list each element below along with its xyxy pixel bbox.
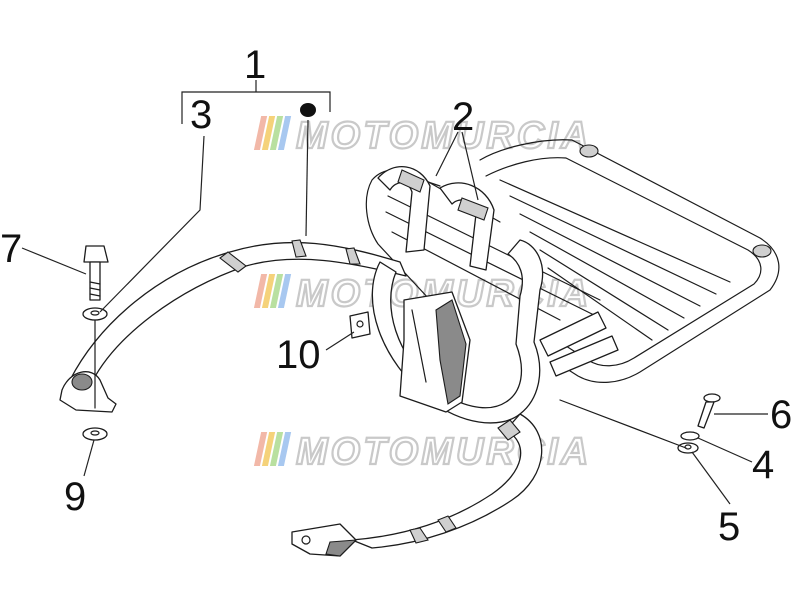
callout-6: 6 <box>770 393 792 437</box>
watermark-stripe <box>253 116 268 150</box>
screw-part-6 <box>697 393 721 429</box>
watermark-stripe <box>269 432 284 466</box>
rack-slat <box>547 267 653 341</box>
clip-part-10 <box>349 311 371 339</box>
bolt-thread <box>89 281 101 297</box>
rack-frame-outline <box>479 139 780 383</box>
callout-5: 5 <box>718 505 740 549</box>
watermark-stripe <box>269 116 284 150</box>
bolt-shank <box>89 261 101 301</box>
watermark-stripe <box>261 432 276 466</box>
bolt-head <box>83 245 109 263</box>
tube-collar <box>457 197 489 221</box>
left-foot-tube-end <box>71 373 93 391</box>
rack-end-cap <box>579 144 599 158</box>
washer <box>680 431 700 441</box>
foot-plate-hole <box>301 535 311 545</box>
watermark-text: MOTOMURCIA <box>296 115 591 157</box>
rack-mount-clamp <box>549 335 619 377</box>
front-frame <box>59 166 619 557</box>
tube-collar <box>409 527 429 544</box>
rack-slat <box>519 213 701 307</box>
leader-lines <box>21 80 768 505</box>
washer-part-4 <box>680 431 700 441</box>
washer <box>82 427 108 441</box>
leader-10 <box>325 331 355 351</box>
front-frame-upright <box>439 182 495 271</box>
leader-9 <box>83 439 95 477</box>
tube-collar <box>437 515 457 533</box>
leader-2 <box>435 131 479 201</box>
watermark-stripe <box>261 274 276 308</box>
front-foot-plate-shade <box>325 539 358 557</box>
watermark-stripe <box>277 274 292 308</box>
watermark-stripe <box>277 432 292 466</box>
watermark-stripe <box>269 274 284 308</box>
washer-part-3 <box>82 307 108 321</box>
leader-4 <box>697 437 753 463</box>
tube-collar <box>291 239 307 258</box>
watermark-top: MOTOMURCIA <box>253 114 591 158</box>
front-frame-left-tube <box>69 241 407 383</box>
watermark-stripe <box>253 274 268 308</box>
callout-10: 10 <box>276 333 321 377</box>
tube-collar <box>219 251 247 273</box>
rack-slat <box>529 231 685 319</box>
callout-2: 2 <box>452 95 474 139</box>
rack-end-cap <box>752 244 772 258</box>
leader-3 <box>99 135 205 313</box>
part-8-marker <box>300 103 316 117</box>
rack-frame-inner <box>485 157 762 367</box>
clip-hole <box>356 320 364 328</box>
callout-labels: 1 2 3 4 5 6 7 9 10 <box>0 43 792 549</box>
washer-hole <box>90 310 100 316</box>
rack-mount-clamp <box>539 311 607 357</box>
screw-head <box>703 393 721 403</box>
leader-7 <box>21 247 87 275</box>
callout-9: 9 <box>64 475 86 519</box>
nut <box>677 442 699 454</box>
assembly-axis-line <box>559 399 687 449</box>
rack-slat <box>509 195 717 295</box>
watermark-text: MOTOMURCIA <box>296 431 591 473</box>
washer-part-9 <box>82 427 108 441</box>
tube-collar <box>497 419 521 441</box>
callout-7: 7 <box>0 227 22 271</box>
clip-plate <box>349 311 371 339</box>
screw-shank <box>697 401 715 429</box>
watermark-stripe <box>261 116 276 150</box>
mounting-bracket-edge <box>411 309 427 383</box>
rack-slat <box>539 249 669 331</box>
washer-hole <box>90 430 100 436</box>
rack-slat <box>499 179 731 283</box>
watermark-stripe <box>253 432 268 466</box>
tube-collar <box>397 169 425 193</box>
leader-8 <box>305 119 309 237</box>
nut-part-5 <box>677 442 699 454</box>
callout-3: 3 <box>190 93 212 137</box>
callout-4: 4 <box>752 443 774 487</box>
watermark-stripe <box>277 116 292 150</box>
mounting-bracket-shade <box>435 299 467 405</box>
leader-5 <box>691 451 731 505</box>
washer <box>82 307 108 321</box>
bolt-part-7 <box>83 245 109 301</box>
tube-collar <box>345 247 361 265</box>
callout-1: 1 <box>244 43 266 87</box>
